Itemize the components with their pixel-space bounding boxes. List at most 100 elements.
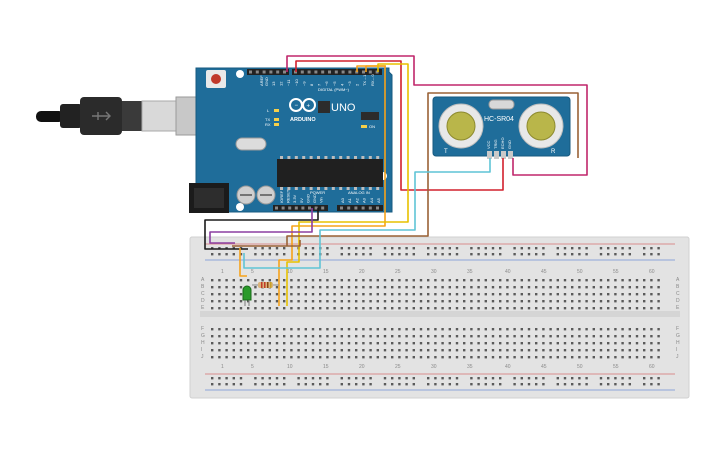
rail-hole[interactable] <box>391 377 394 380</box>
terminal-hole[interactable] <box>225 293 228 296</box>
rail-hole[interactable] <box>412 247 415 250</box>
wire-purple[interactable] <box>209 208 313 244</box>
terminal-hole[interactable] <box>218 356 221 359</box>
terminal-hole[interactable] <box>520 279 523 282</box>
terminal-hole[interactable] <box>211 279 214 282</box>
rail-hole[interactable] <box>614 247 617 250</box>
terminal-hole[interactable] <box>621 328 624 331</box>
terminal-hole[interactable] <box>635 349 639 352</box>
terminal-hole[interactable] <box>347 293 351 296</box>
terminal-hole[interactable] <box>448 286 451 289</box>
terminal-hole[interactable] <box>304 349 307 352</box>
rail-hole[interactable] <box>599 377 603 380</box>
terminal-hole[interactable] <box>427 342 430 345</box>
terminal-hole[interactable] <box>614 356 617 359</box>
terminal-hole[interactable] <box>340 286 343 289</box>
terminal-hole[interactable] <box>376 293 379 296</box>
terminal-hole[interactable] <box>275 293 279 296</box>
terminal-hole[interactable] <box>484 300 487 303</box>
terminal-hole[interactable] <box>506 300 509 303</box>
terminal-hole[interactable] <box>628 342 631 345</box>
terminal-hole[interactable] <box>412 328 415 331</box>
terminal-hole[interactable] <box>398 293 401 296</box>
rail-hole[interactable] <box>383 377 387 380</box>
header-pin[interactable] <box>341 70 345 74</box>
terminal-hole[interactable] <box>398 342 401 345</box>
terminal-hole[interactable] <box>556 279 559 282</box>
terminal-hole[interactable] <box>542 307 545 310</box>
terminal-hole[interactable] <box>326 335 329 338</box>
wire-brown-short[interactable] <box>232 240 301 247</box>
rail-hole[interactable] <box>599 383 603 386</box>
terminal-hole[interactable] <box>340 307 343 310</box>
terminal-hole[interactable] <box>463 286 466 289</box>
terminal-hole[interactable] <box>441 335 444 338</box>
rail-hole[interactable] <box>621 253 624 256</box>
rail-hole[interactable] <box>441 377 444 380</box>
rail-hole[interactable] <box>513 383 516 386</box>
rail-hole[interactable] <box>563 253 567 256</box>
terminal-hole[interactable] <box>470 293 473 296</box>
terminal-hole[interactable] <box>563 328 567 331</box>
terminal-hole[interactable] <box>535 300 538 303</box>
rail-hole[interactable] <box>614 383 617 386</box>
terminal-hole[interactable] <box>434 335 437 338</box>
rail-hole[interactable] <box>405 377 408 380</box>
terminal-hole[interactable] <box>542 342 545 345</box>
terminal-hole[interactable] <box>283 293 286 296</box>
terminal-hole[interactable] <box>275 300 279 303</box>
terminal-hole[interactable] <box>599 300 603 303</box>
rail-hole[interactable] <box>607 377 610 380</box>
terminal-hole[interactable] <box>506 328 509 331</box>
terminal-hole[interactable] <box>391 293 394 296</box>
terminal-hole[interactable] <box>455 279 459 282</box>
terminal-hole[interactable] <box>657 328 660 331</box>
terminal-hole[interactable] <box>427 356 430 359</box>
terminal-hole[interactable] <box>247 335 250 338</box>
terminal-hole[interactable] <box>513 356 516 359</box>
terminal-hole[interactable] <box>563 286 567 289</box>
rail-hole[interactable] <box>621 247 624 250</box>
terminal-hole[interactable] <box>491 300 495 303</box>
terminal-hole[interactable] <box>470 300 473 303</box>
terminal-hole[interactable] <box>470 342 473 345</box>
terminal-hole[interactable] <box>254 293 257 296</box>
terminal-hole[interactable] <box>484 279 487 282</box>
terminal-hole[interactable] <box>412 335 415 338</box>
terminal-hole[interactable] <box>297 286 300 289</box>
terminal-hole[interactable] <box>347 328 351 331</box>
terminal-hole[interactable] <box>549 307 552 310</box>
rail-hole[interactable] <box>477 377 480 380</box>
terminal-hole[interactable] <box>607 293 610 296</box>
terminal-hole[interactable] <box>283 300 286 303</box>
terminal-hole[interactable] <box>513 300 516 303</box>
rail-hole[interactable] <box>268 247 271 250</box>
terminal-hole[interactable] <box>254 307 257 310</box>
rail-hole[interactable] <box>535 377 538 380</box>
terminal-hole[interactable] <box>499 293 502 296</box>
rail-hole[interactable] <box>427 377 430 380</box>
rail-hole[interactable] <box>225 377 228 380</box>
terminal-hole[interactable] <box>484 328 487 331</box>
terminal-hole[interactable] <box>290 293 293 296</box>
terminal-hole[interactable] <box>635 293 639 296</box>
terminal-hole[interactable] <box>455 328 459 331</box>
terminal-hole[interactable] <box>542 300 545 303</box>
terminal-hole[interactable] <box>477 300 480 303</box>
terminal-hole[interactable] <box>477 349 480 352</box>
rail-hole[interactable] <box>578 377 581 380</box>
rail-hole[interactable] <box>311 383 315 386</box>
terminal-hole[interactable] <box>556 293 559 296</box>
rail-hole[interactable] <box>448 253 451 256</box>
terminal-hole[interactable] <box>319 356 322 359</box>
rail-hole[interactable] <box>239 253 243 256</box>
rail-hole[interactable] <box>607 383 610 386</box>
rail-hole[interactable] <box>491 383 495 386</box>
terminal-hole[interactable] <box>643 335 646 338</box>
terminal-hole[interactable] <box>211 300 214 303</box>
terminal-hole[interactable] <box>247 307 250 310</box>
terminal-hole[interactable] <box>635 328 639 331</box>
terminal-hole[interactable] <box>232 342 235 345</box>
terminal-hole[interactable] <box>434 286 437 289</box>
terminal-hole[interactable] <box>448 293 451 296</box>
